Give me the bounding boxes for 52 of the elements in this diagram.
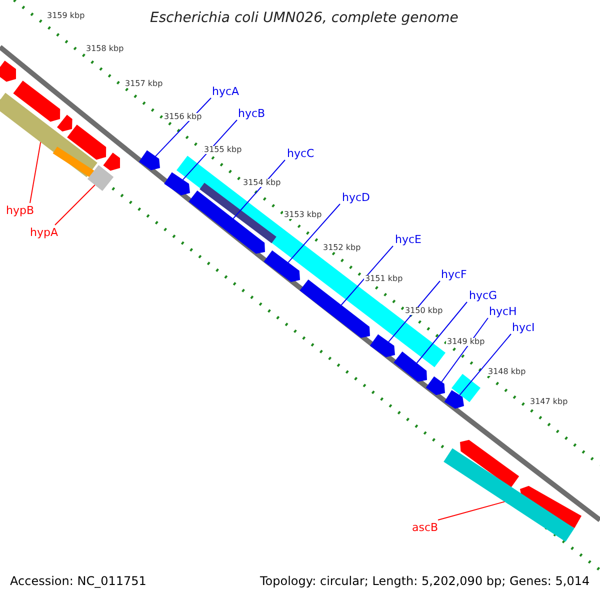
scale-label: 3149 kbp [446,338,486,346]
leader-line [232,160,286,219]
scale-label: 3153 kbp [283,211,323,219]
scale-label: 3158 kbp [85,45,125,53]
leader-line [54,184,96,226]
gene-label: hypA [30,227,58,238]
gene-label: hycI [512,322,535,333]
leader-line [388,280,440,342]
gene-bar [444,448,574,542]
scale-label: 3147 kbp [529,398,569,406]
footer-text: Topology: circular; Length: 5,202,090 bp; Genes: 5,014 [260,575,590,587]
leader-line [438,501,506,520]
leader-line [459,334,512,396]
footer-text: Accession: NC_011751 [10,575,146,587]
leader-line [30,142,42,204]
leader-line [416,302,468,364]
gene-bar [0,92,98,178]
gene-feature [139,150,160,170]
gene-label: hycH [489,306,517,317]
scale-label: 3151 kbp [364,275,404,283]
gene-feature [370,334,395,358]
gene-label: hycF [441,269,467,280]
gene-label: hycB [238,108,266,119]
gene-label: hycG [469,290,498,301]
gene-feature [264,250,300,282]
gene-label: hycC [287,148,314,159]
gene-label: hycA [212,86,240,97]
map-title: Escherichia coli UMN026, complete genome [150,11,458,25]
leader-line [288,204,340,263]
gene-feature [394,352,427,382]
gene-feature [426,376,445,396]
gene-feature [300,280,370,338]
leader-line [155,98,212,157]
scale-label: 3154 kbp [242,179,282,187]
scale-label: 3159 kbp [46,12,86,20]
gene-bar [87,165,114,191]
gene-label: hycE [395,234,422,245]
gene-label: hycD [342,192,370,203]
scale-label: 3152 kbp [322,244,362,252]
leader-line [441,318,488,382]
gene-feature [188,190,265,254]
gene-label: ascB [412,522,438,533]
scale-label: 3150 kbp [404,307,444,315]
scale-label: 3156 kbp [163,113,203,121]
leader-line [340,246,394,306]
leader-line [182,120,238,180]
scale-label: 3157 kbp [124,80,164,88]
gene-feature [164,172,190,196]
gene-feature [444,390,464,409]
gene-label: hypB [6,205,34,216]
scale-label: 3155 kbp [203,146,243,154]
scale-label: 3148 kbp [487,368,527,376]
